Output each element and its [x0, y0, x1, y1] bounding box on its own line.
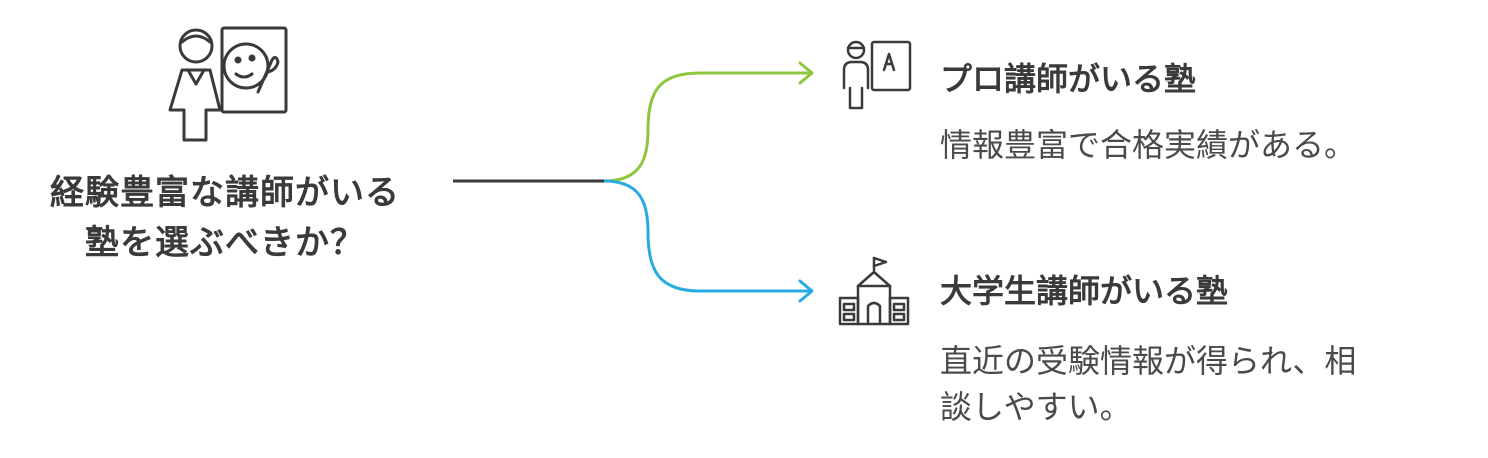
- arrowhead-univ: [798, 279, 814, 303]
- option-desc-line: 談しやすい。: [940, 388, 1132, 426]
- question-line-1: 経験豊富な講師がいる: [50, 173, 400, 213]
- option-title-pro: プロ講師がいる塾: [940, 60, 1197, 98]
- teacher-easel-icon: [168, 26, 288, 142]
- question-line-2: 塾を選ぶべきか？: [85, 223, 365, 263]
- option-desc-univ: 直近の受験情報が得られ、相 談しやすい。: [940, 338, 1356, 430]
- option-desc-pro: 情報豊富で合格実績がある。: [940, 122, 1356, 168]
- university-building-icon: [838, 256, 910, 326]
- arrowhead-pro: [798, 61, 814, 85]
- branch-connector-univ: [603, 179, 812, 293]
- teacher-at-board-icon: [842, 40, 912, 110]
- decision-question: 経験豊富な講師がいる 塾を選ぶべきか？: [10, 168, 440, 268]
- branch-connector-pro: [603, 71, 812, 183]
- option-title-univ: 大学生講師がいる塾: [940, 272, 1229, 310]
- option-desc-line: 直近の受験情報が得られ、相: [940, 342, 1357, 380]
- option-desc-line: 情報豊富で合格実績がある。: [940, 126, 1357, 164]
